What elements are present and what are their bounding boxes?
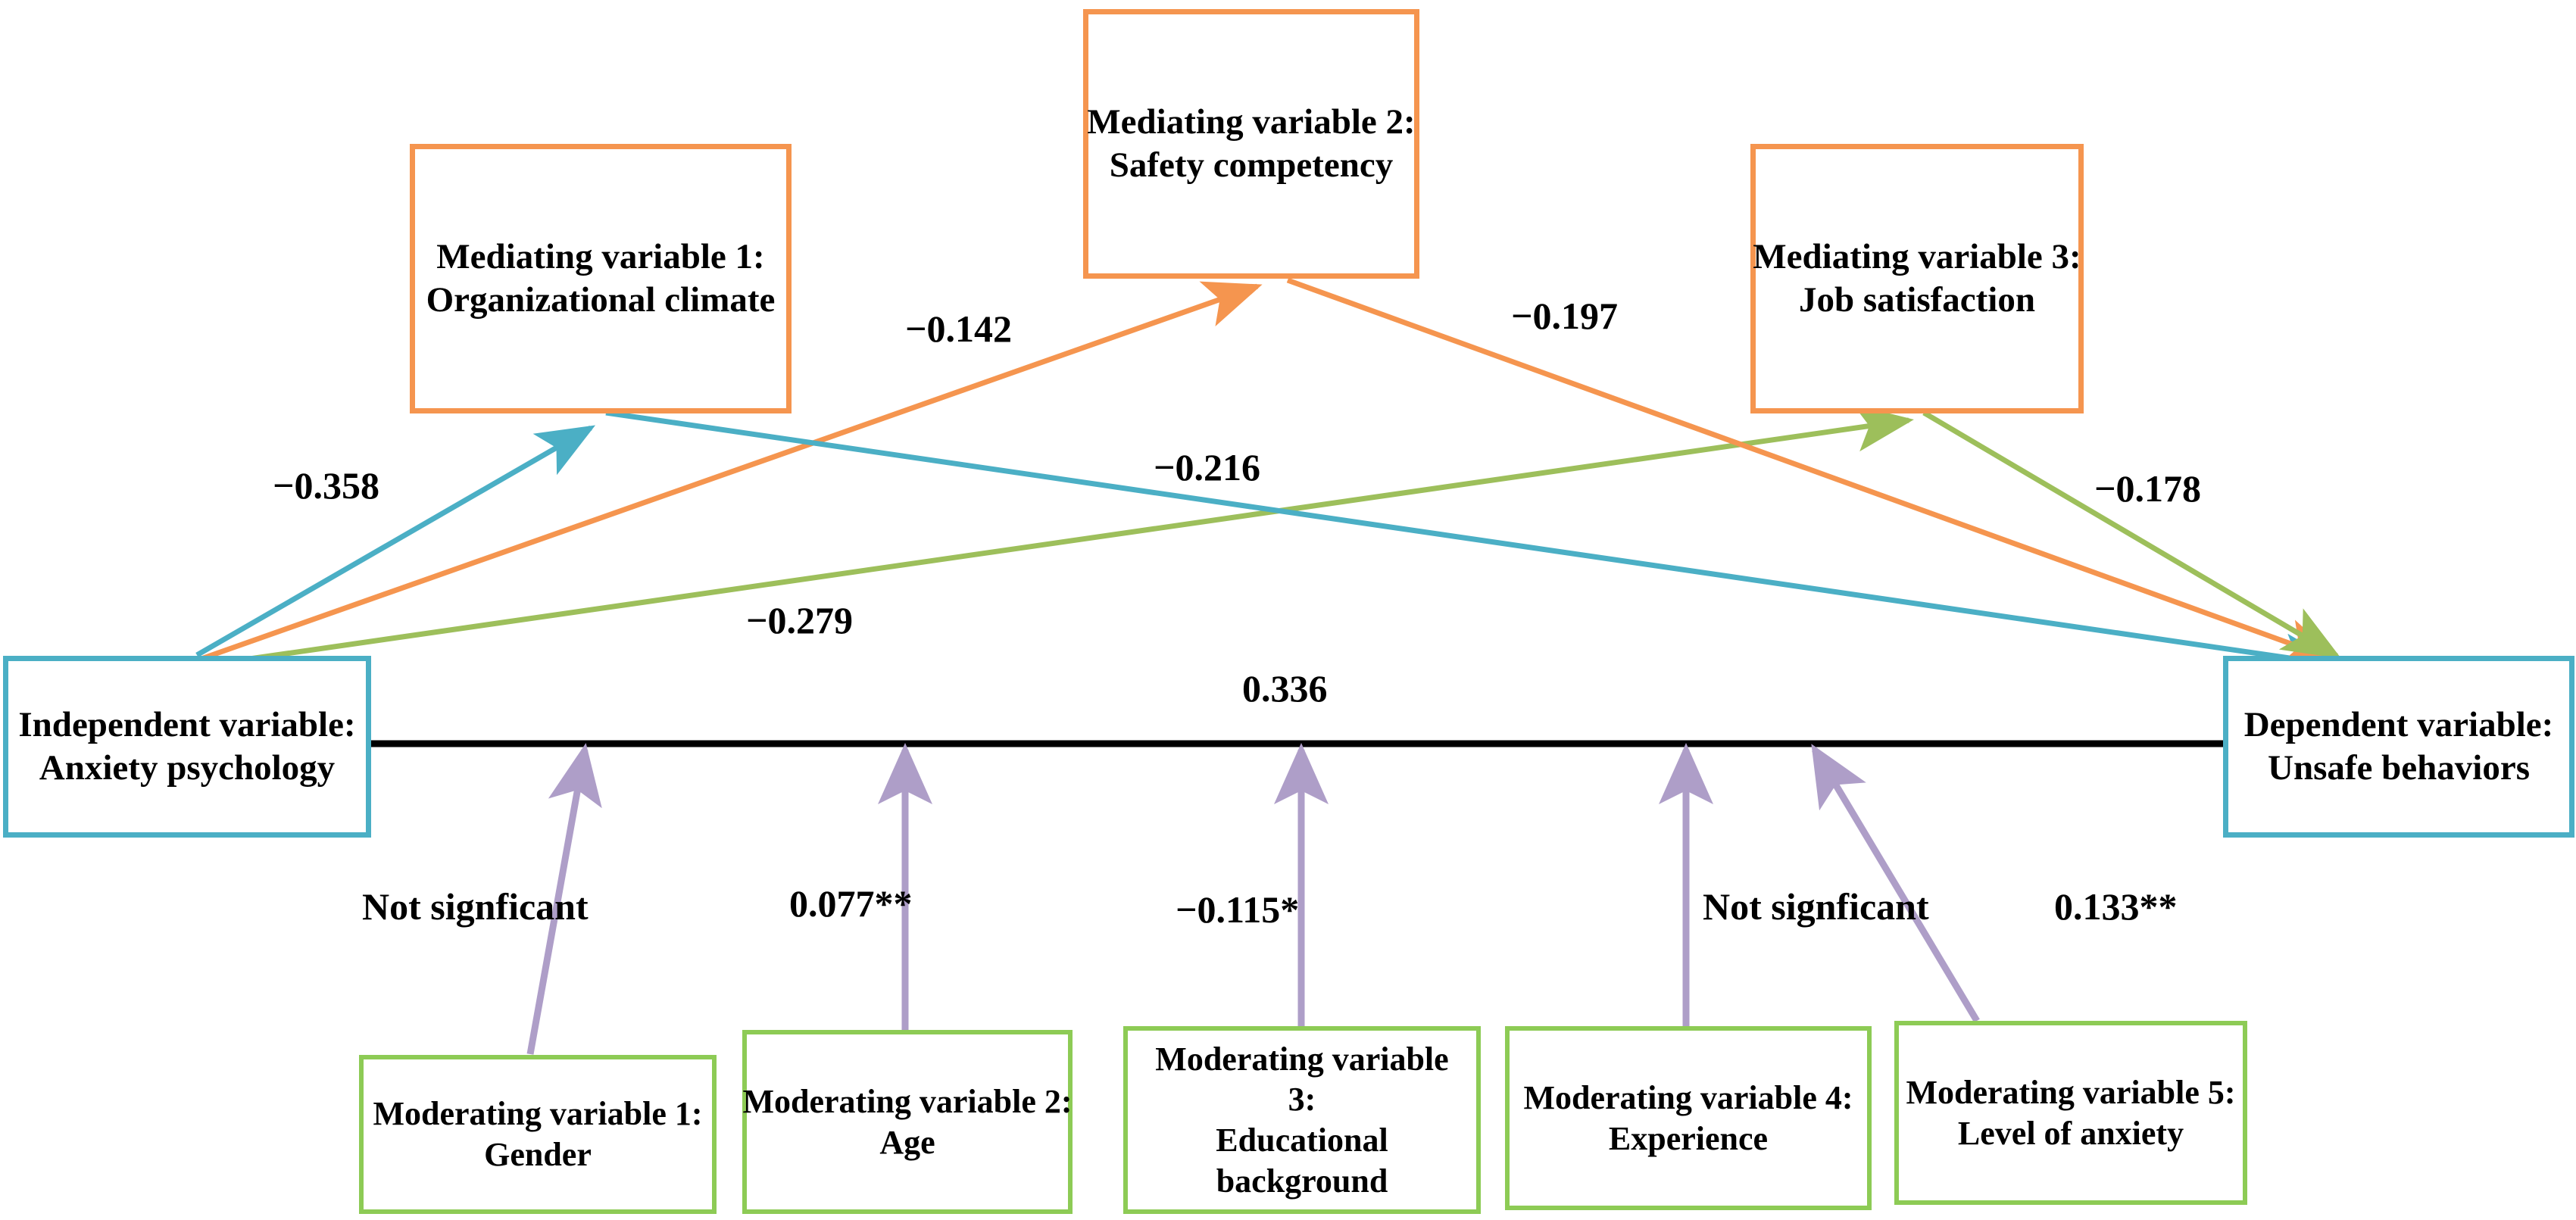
mediating-variable-3-line1: Mediating variable 3: xyxy=(1753,236,2081,276)
node-mediating-variable-2[interactable]: Mediating variable 2: Safety competency xyxy=(1083,9,1419,279)
node-moderating-variable-3[interactable]: Moderating variable 3: Educational backg… xyxy=(1123,1026,1481,1214)
path-label-moderator4: Not signficant xyxy=(1703,885,1929,928)
moderating-variable-5-line2: Level of anxiety xyxy=(1957,1114,2184,1152)
edge-iv-to-mediator1 xyxy=(195,425,596,658)
path-label-mediator1-to-dv: −0.216 xyxy=(1154,446,1260,488)
mediating-variable-1-line1: Mediating variable 1: xyxy=(436,236,765,276)
path-label-moderator5: 0.133** xyxy=(2054,885,2178,928)
moderating-variable-2-line2: Age xyxy=(879,1123,935,1161)
node-mediating-variable-3[interactable]: Mediating variable 3: Job satisfaction xyxy=(1750,144,2084,413)
path-label-iv-to-mediator3: −0.279 xyxy=(746,599,853,641)
path-label-iv-to-dv-direct: 0.336 xyxy=(1242,667,1328,710)
node-moderating-variable-1[interactable]: Moderating variable 1: Gender xyxy=(359,1055,717,1214)
moderating-variable-2-line1: Moderating variable 2: xyxy=(742,1082,1073,1120)
independent-variable-line2: Anxiety psychology xyxy=(39,748,336,788)
edge-mediator3-to-dv xyxy=(1922,410,2342,659)
node-dependent-variable[interactable]: Dependent variable: Unsafe behaviors xyxy=(2223,656,2574,838)
mediating-variable-1-line2: Organizational climate xyxy=(426,280,776,320)
node-moderating-variable-2[interactable]: Moderating variable 2: Age xyxy=(742,1030,1073,1214)
mediating-variable-2-line2: Safety competency xyxy=(1109,145,1394,185)
path-label-iv-to-mediator2: −0.142 xyxy=(905,307,1012,350)
independent-variable-line1: Independent variable: xyxy=(18,704,356,744)
path-label-moderator2: 0.077** xyxy=(789,882,913,925)
dependent-variable-line1: Dependent variable: xyxy=(2243,704,2554,744)
moderating-variable-4-line1: Moderating variable 4: xyxy=(1523,1078,1853,1116)
path-label-mediator2-to-dv: −0.197 xyxy=(1511,295,1618,337)
mediating-variable-2-line1: Mediating variable 2: xyxy=(1087,101,1416,142)
path-label-moderator3: −0.115* xyxy=(1176,888,1300,931)
moderating-variable-4-line2: Experience xyxy=(1608,1119,1769,1157)
node-moderating-variable-4[interactable]: Moderating variable 4: Experience xyxy=(1505,1026,1872,1210)
moderating-variable-1-line2: Gender xyxy=(484,1136,592,1173)
node-independent-variable[interactable]: Independent variable: Anxiety psychology xyxy=(3,656,371,838)
moderating-variable-1-line1: Moderating variable 1: xyxy=(373,1095,703,1133)
edge-mediator1-to-dv xyxy=(605,410,2342,682)
moderating-variable-3-line1: Moderating variable 3: xyxy=(1155,1040,1449,1119)
moderating-variable-3-line2: Educational background xyxy=(1216,1122,1388,1200)
path-label-mediator3-to-dv: −0.178 xyxy=(2094,467,2201,510)
moderating-variable-5-line1: Moderating variable 5: xyxy=(1906,1073,2236,1111)
node-moderating-variable-5[interactable]: Moderating variable 5: Level of anxiety xyxy=(1894,1021,2247,1205)
path-label-moderator1: Not signficant xyxy=(362,885,589,928)
node-mediating-variable-1[interactable]: Mediating variable 1: Organizational cli… xyxy=(410,144,792,413)
edge-iv-to-mediator3 xyxy=(196,404,1914,669)
mediating-variable-3-line2: Job satisfaction xyxy=(1798,280,2036,320)
dependent-variable-line2: Unsafe behaviors xyxy=(2268,748,2530,788)
path-label-iv-to-mediator1: −0.358 xyxy=(273,464,379,507)
